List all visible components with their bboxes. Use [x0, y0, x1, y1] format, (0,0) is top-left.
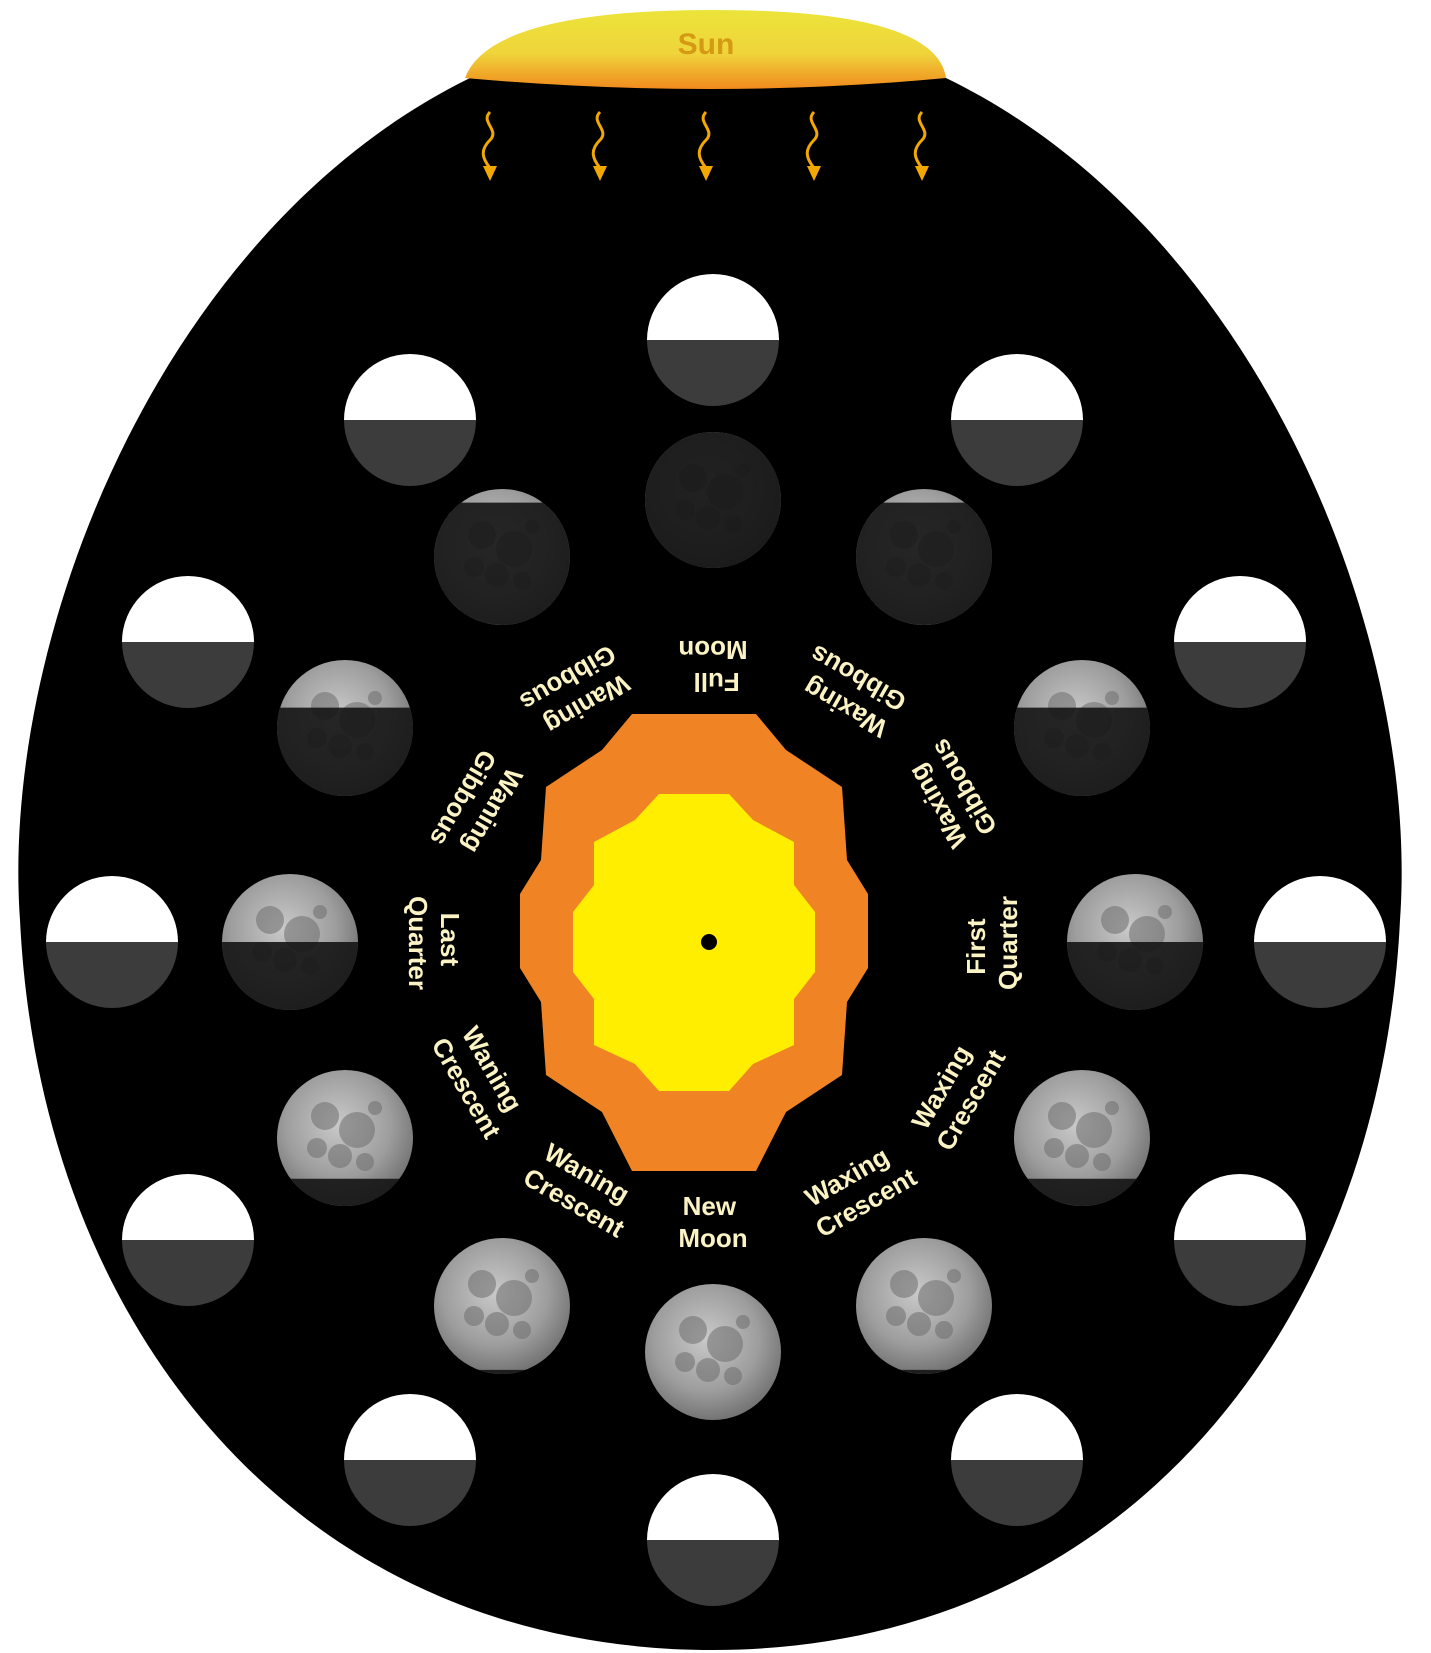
outer-moon-8: [344, 1394, 476, 1526]
inner-moon-2: [856, 489, 992, 625]
inner-moon-4: [1067, 874, 1203, 1010]
outer-moon-11: [122, 576, 254, 708]
inner-moon-9: [277, 1070, 413, 1206]
sun-label: Sun: [678, 28, 735, 61]
earth-inner: [573, 794, 815, 1091]
inner-moon-10: [222, 874, 358, 1010]
outer-moon-9: [122, 1174, 254, 1306]
inner-moon-11: [277, 660, 413, 796]
outer-moon-3: [1174, 576, 1306, 708]
inner-moon-6: [856, 1238, 992, 1374]
inner-moon-5: [1014, 1070, 1150, 1206]
outer-moon-1: [647, 274, 779, 406]
inner-moon-12: [434, 489, 570, 625]
north-pole-dot: [701, 934, 717, 950]
inner-moon-7: [645, 1284, 781, 1420]
outer-moon-12: [344, 354, 476, 486]
outer-moon-5: [1174, 1174, 1306, 1306]
inner-moon-8: [434, 1238, 570, 1374]
outer-moon-10: [46, 876, 178, 1008]
outer-moon-7: [647, 1474, 779, 1606]
outer-moon-6: [951, 1394, 1083, 1526]
outer-moon-4: [1254, 876, 1386, 1008]
inner-moon-1: [645, 432, 781, 568]
outer-moon-2: [951, 354, 1083, 486]
inner-moon-3: [1014, 660, 1150, 796]
